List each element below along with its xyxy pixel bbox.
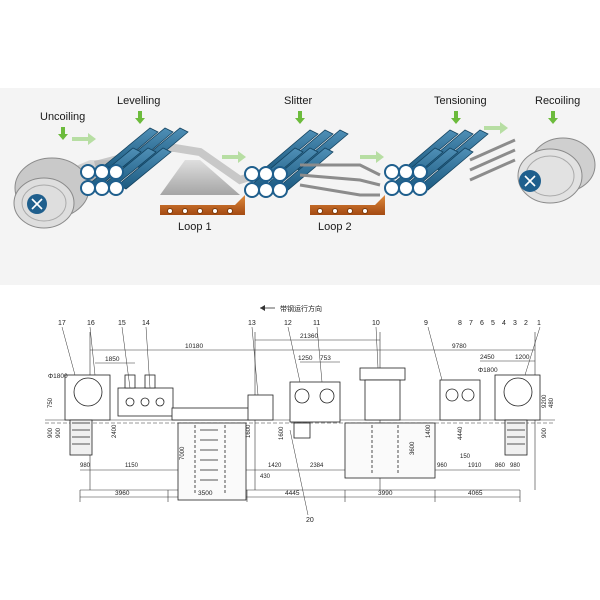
ldim-1150: 1150 [125,463,139,469]
item-4: 4 [502,320,506,327]
label-loop2: Loop 2 [318,221,352,233]
dim-1250: 1250 [298,355,313,362]
leader-lines [61,326,541,516]
item-2: 2 [524,320,528,327]
stage-markers [58,111,558,140]
ldim-1910: 1910 [468,463,482,469]
label-loop1: Loop 1 [178,221,212,233]
dim-21360: 21360 [300,333,318,340]
vdim-9: 1400 [426,424,432,438]
item-16: 16 [87,320,95,327]
dim-1850: 1850 [105,356,120,363]
vdim-6: 1600 [279,426,285,440]
label-slitter: Slitter [284,95,312,107]
item-12: 12 [284,320,292,327]
ldim-2384: 2384 [310,463,324,469]
recoiler-coil [517,137,596,204]
vdim-13: 480 [549,397,555,408]
dim-1200: 1200 [515,354,530,361]
dim-9780: 9780 [452,343,467,350]
leveller-rollers [80,127,189,196]
bdim-3960: 3960 [115,490,130,497]
direction-label: 带钢运行方向 [280,304,322,313]
loop2-pit [310,195,385,215]
slitter-rollers [244,129,381,198]
label-uncoiling: Uncoiling [40,111,85,123]
vdim-3: 900 [56,427,62,438]
direction-indicator: 带钢运行方向 [260,304,322,313]
machine-outlines [64,367,541,501]
item-3: 3 [513,320,517,327]
tensioner-rollers [384,129,516,196]
bottom-dimensions: 3960 3500 4445 3990 4065 [115,490,483,497]
dim-phi1800-right: Φ1800 [478,367,498,374]
vdim-5: 1600 [246,424,252,438]
vdim-12: 900 [542,427,548,438]
label-recoiling: Recoiling [535,95,580,107]
item-15: 15 [118,320,126,327]
vdim-10: 4440 [458,426,464,440]
label-tensioning: Tensioning [434,95,487,107]
item-20: 20 [306,517,314,524]
dim-2450: 2450 [480,354,495,361]
ldim-980-left: 980 [80,463,91,469]
vdim-11: 9200 [542,394,548,408]
ldim-150: 150 [460,454,471,460]
item-10: 10 [372,320,380,327]
overall-dimensions: 10180 21360 9780 1850 1250 753 2450 1200… [48,333,530,380]
loop1-pit [160,160,245,215]
ldim-960: 960 [437,463,448,469]
label-levelling: Levelling [117,95,160,107]
levelling-arrow-icon [135,111,145,124]
item-1: 1 [537,320,541,327]
bdim-4065: 4065 [468,490,483,497]
ldim-430: 430 [260,474,271,480]
ldim-860: 860 [495,463,506,469]
tensioning-arrow-icon [451,111,461,124]
item-7: 7 [469,320,473,327]
ldim-1420: 1420 [268,463,282,469]
item-13: 13 [248,320,256,327]
recoiling-arrow-icon [548,111,558,124]
bdim-3990: 3990 [378,490,393,497]
layout-drawing: 带钢运行方向 17 16 15 14 13 12 11 10 9 8 7 6 5… [45,304,555,524]
item-callouts: 17 16 15 14 13 12 11 10 9 8 7 6 5 4 3 2 … [58,320,541,524]
dim-10180: 10180 [185,343,203,350]
item-17: 17 [58,320,66,327]
dim-phi1800-left: Φ1800 [48,373,68,380]
item-8: 8 [458,320,462,327]
flow-arrows [72,122,508,163]
vdim-8: 3600 [410,441,416,455]
item-14: 14 [142,320,150,327]
item-9: 9 [424,320,428,327]
vdim-4: 2400 [112,424,118,438]
item-6: 6 [480,320,484,327]
bdim-4445: 4445 [285,490,300,497]
item-5: 5 [491,320,495,327]
vdim-7: 7000 [180,446,186,460]
vertical-dimensions: 750 900 900 2400 1600 1600 7000 3600 140… [48,394,555,460]
lower-dimensions: 980 1150 430 1420 2384 960 150 1910 860 … [80,454,521,480]
uncoiling-arrow-icon [58,127,68,140]
slitter-arrow-icon [295,111,305,124]
ldim-980-right: 980 [510,463,521,469]
vdim-2: 900 [48,427,54,438]
process-illustration: Uncoiling Levelling Slitter Tensioning R… [0,88,600,285]
item-11: 11 [313,320,320,327]
vdim-1: 750 [48,397,54,408]
dim-753: 753 [320,355,331,362]
bdim-3500: 3500 [198,490,213,497]
